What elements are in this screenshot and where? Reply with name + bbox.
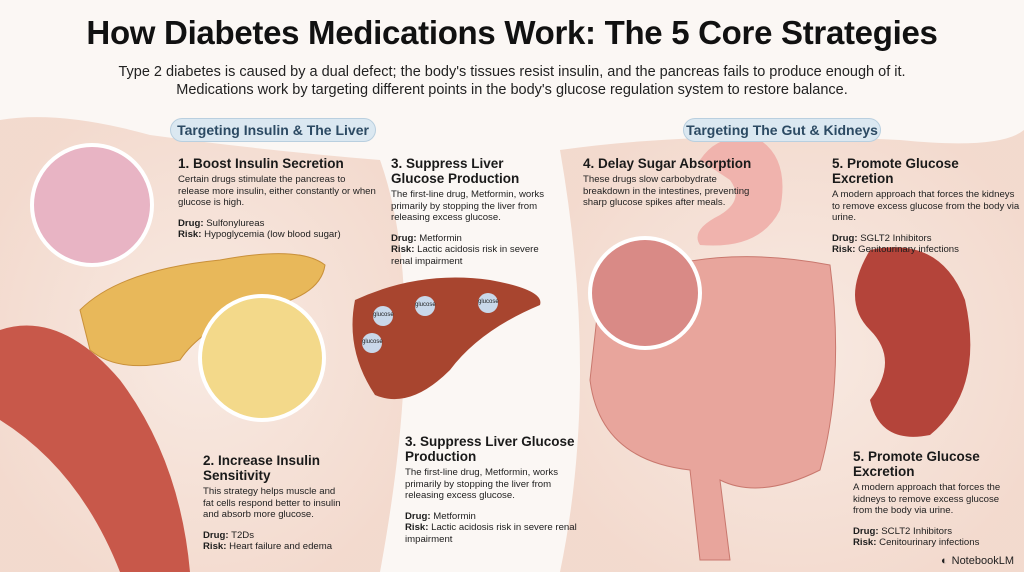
pancreas [79,253,326,367]
strategy-body: A modern approach that forces the kidney… [832,189,1020,223]
muscle [0,325,190,572]
notebooklm-branding: ◐NotebookLM [941,555,1014,567]
strategy-body: The first-line drug, Metformin, works pr… [405,467,559,501]
kidney [855,247,971,437]
strategy-heading: 5. Promote Glucose Excretion [832,156,959,186]
page-title: How Diabetes Medications Work: The 5 Cor… [86,14,938,51]
stomach [697,137,783,246]
risk: Cenitourinary infections [879,537,980,548]
drug: Metformin [433,510,476,522]
risk: Lactic acidosis risk in severe renal imp… [391,244,539,267]
strategy-body: Certain drugs stimulate the pancreas to … [178,174,376,208]
cells-magnifier [30,143,154,267]
strategy-body: The first-line drug, Metformin, works pr… [391,189,545,223]
drug-label: Drug: [832,232,858,244]
villi-magnifier [588,236,702,350]
glucose-label: glucose [478,299,499,305]
risk: Hypoglycemia (low blood sugar) [204,229,341,240]
strategy-heading: 3. Suppress Liver Glucose Production [391,156,520,186]
drug-label: Drug: [853,525,879,537]
strategy-3-bottom: 3. Suppress Liver Glucose Production The… [405,434,585,545]
subtitle-line: Medications work by targeting different … [176,82,848,98]
strategy-heading: 2. Increase Insulin Sensitivity [203,453,321,483]
drug-label: Drug: [203,529,229,541]
muscle-fat-magnifier [198,294,326,422]
strategy-body: These drugs slow carbobydrate breakdown … [583,174,750,208]
risk: Lactic acidosis risk in severe renal imp… [405,522,577,545]
risk-label: Risk: [391,244,415,255]
strategy-5-bottom: 5. Promote Glucose Excretion A modern ap… [853,449,1013,549]
risk-label: Risk: [405,522,429,533]
risk-label: Risk: [832,244,856,255]
section-pill-right: Targeting The Gut & Kidneys [683,118,881,142]
strategy-body: This strategy helps muscle and fat cells… [203,486,341,520]
risk-label: Risk: [178,229,202,240]
strategy-heading: 4. Delay Sugar Absorption [583,156,752,171]
drug-label: Drug: [178,217,204,229]
risk-label: Risk: [853,537,877,548]
strategy-5-top: 5. Promote Glucose Excretion A modern ap… [832,156,1022,256]
risk-label: Risk: [203,541,227,552]
strategy-body: A modern approach that forces the kidney… [853,482,1001,516]
strategy-4: 4. Delay Sugar Absorption These drugs sl… [583,156,763,209]
strategy-heading: 5. Promote Glucose Excretion [853,449,980,479]
drug-label: Drug: [391,232,417,244]
drug-label: Drug: [405,510,431,522]
drug: Sulfonylureas [206,217,265,229]
drug: SCLT2 Inhibitors [881,525,952,537]
notebooklm-logo-icon: ◐ [940,555,948,567]
section-pill-left: Targeting Insulin & The Liver [170,118,376,142]
strategy-3-top: 3. Suppress Liver Glucose Production The… [391,156,556,267]
drug: T2Ds [231,529,254,541]
glucose-label: glucose [415,302,436,308]
subtitle-line: Type 2 diabetes is caused by a dual defe… [118,64,906,80]
risk: Heart failure and edema [229,541,333,552]
drug: Metformin [419,232,462,244]
risk: Genitourinary infections [858,244,959,255]
liver-glucose-labels [362,293,498,353]
strategy-1: 1. Boost Insulin Secretion Certain drugs… [178,156,378,241]
strategy-heading: 3. Suppress Liver Glucose Production [405,434,575,464]
glucose-label: glucose [373,312,394,318]
strategy-2: 2. Increase Insulin Sensitivity This str… [203,453,343,553]
branding-text: NotebookLM [951,555,1014,567]
drug: SGLT2 Inhibitors [860,232,932,244]
glucose-label: glucose [362,339,383,345]
strategy-heading: 1. Boost Insulin Secretion [178,156,344,171]
